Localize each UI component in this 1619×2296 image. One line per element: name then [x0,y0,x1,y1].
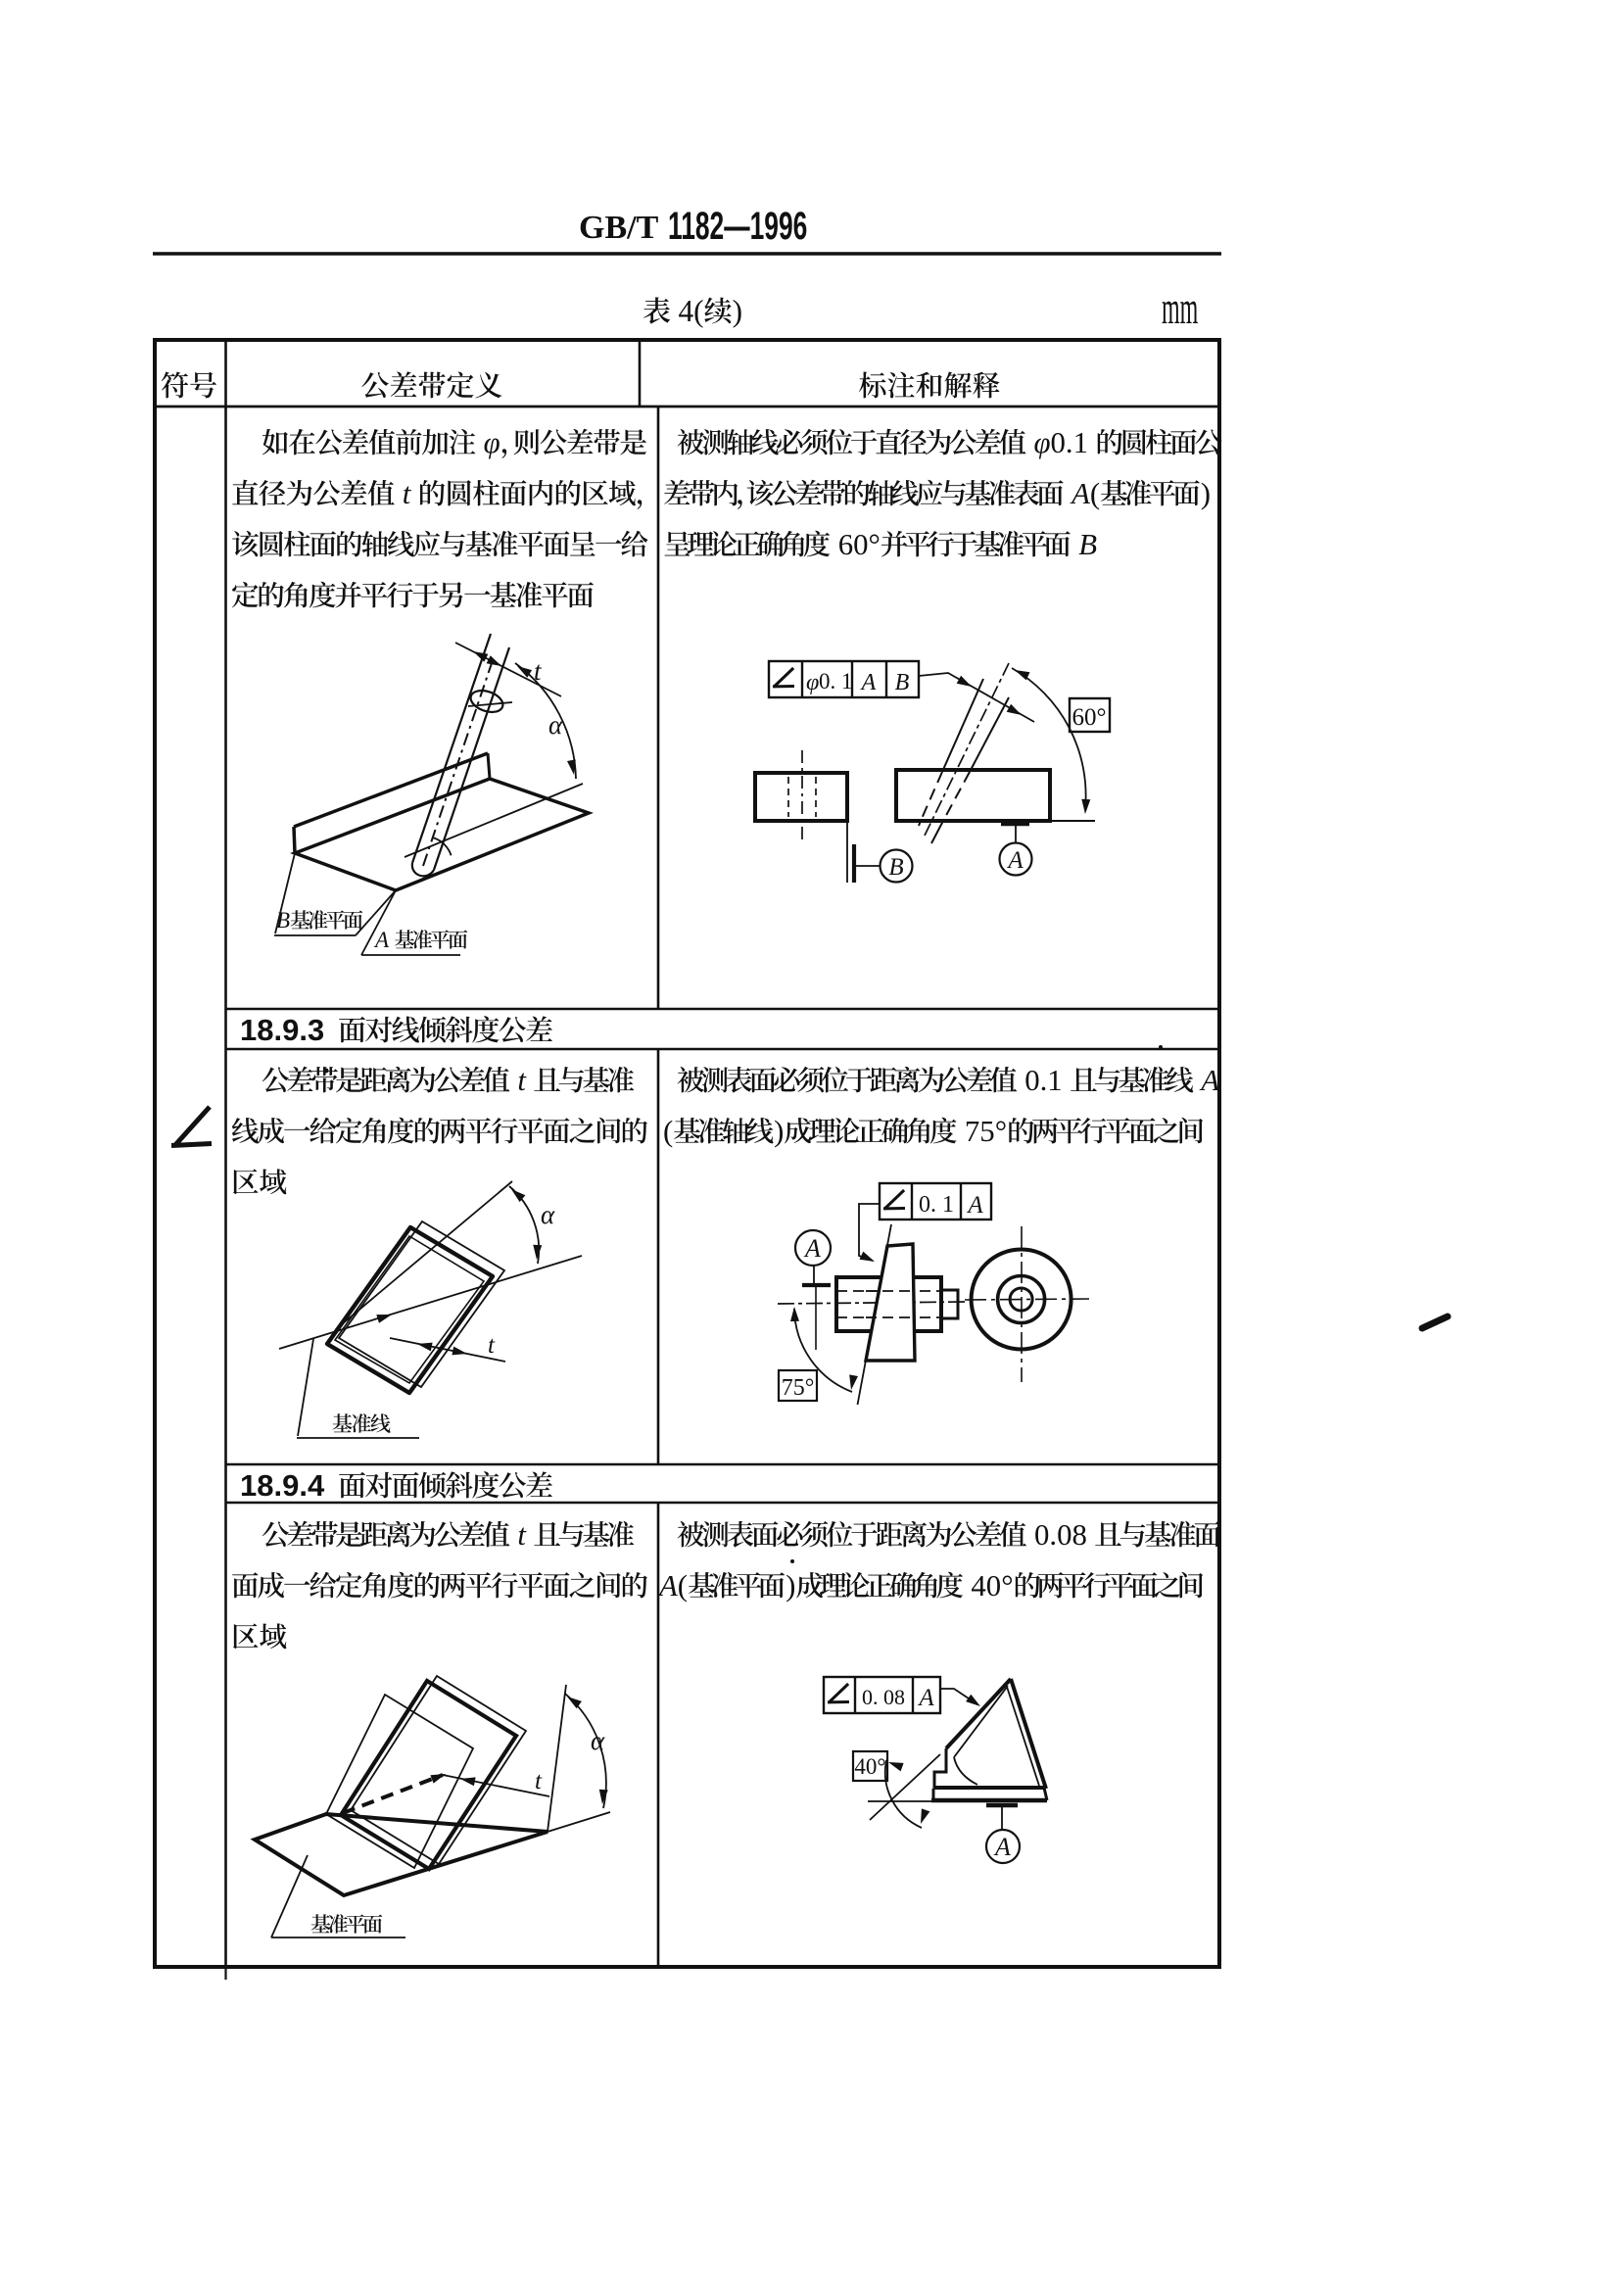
svg-text:A: A [860,670,877,695]
svg-text:A: A [373,928,390,952]
svg-text:t: t [488,1332,496,1359]
svg-text:(: ( [1090,477,1100,510]
svg-text:60°: 60° [1072,704,1107,731]
svg-text:75°: 75° [965,1115,1007,1148]
svg-text:0. 1: 0. 1 [919,1192,954,1218]
svg-text:α: α [548,710,563,740]
svg-text:A: A [993,1833,1011,1861]
svg-text:40°: 40° [854,1754,885,1779]
svg-text:mm: mm [1162,282,1198,334]
svg-text:φ: φ [806,670,819,695]
svg-text:18.9.4: 18.9.4 [240,1468,325,1503]
svg-text:A: A [803,1234,821,1263]
svg-text:1182—1996: 1182—1996 [668,205,807,249]
svg-text:GB/T: GB/T [579,210,659,246]
svg-text:t: t [517,1518,527,1552]
svg-text:60°: 60° [838,528,881,561]
svg-text:t: t [403,477,412,510]
svg-text:α: α [541,1200,555,1229]
svg-text:B: B [276,908,290,933]
svg-text:φ: φ [1034,426,1051,459]
svg-text:18.9.3: 18.9.3 [240,1013,324,1047]
svg-text:t: t [517,1064,527,1097]
svg-text:): ) [774,1115,784,1148]
svg-text:(: ( [663,1115,673,1148]
svg-text:0.1: 0.1 [1051,426,1089,459]
svg-text:): ) [786,1569,795,1602]
svg-text:0.08: 0.08 [1034,1518,1087,1552]
svg-text:40°: 40° [971,1569,1013,1602]
svg-text:A: A [966,1192,983,1219]
svg-text:A: A [1070,477,1090,510]
svg-text:A: A [1006,847,1024,874]
svg-text:0.1: 0.1 [1024,1064,1063,1097]
svg-text:): ) [1201,477,1211,510]
svg-text:t: t [535,1768,543,1794]
svg-text:φ: φ [484,426,500,459]
svg-text:A: A [1199,1064,1219,1097]
svg-text:B: B [888,854,903,881]
svg-text:): ) [733,294,742,328]
svg-text:A: A [917,1685,934,1711]
svg-text:0. 1: 0. 1 [819,669,853,694]
svg-text:0. 08: 0. 08 [862,1685,905,1709]
svg-text:4(: 4( [679,294,704,328]
svg-text:B: B [1078,528,1097,561]
svg-text:(: ( [678,1569,688,1602]
svg-text:α: α [591,1726,605,1755]
svg-text:B: B [895,670,910,695]
svg-text:75°: 75° [782,1375,815,1401]
svg-text:A: A [657,1569,678,1602]
